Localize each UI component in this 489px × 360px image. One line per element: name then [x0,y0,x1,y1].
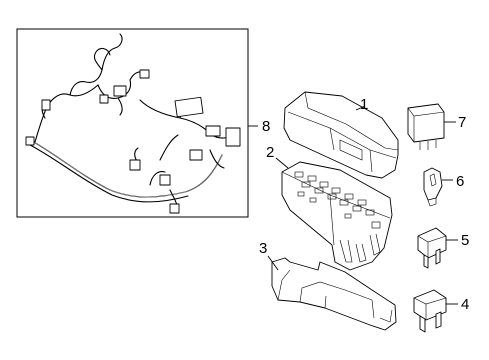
fuse-box-cover [283,91,399,179]
blade-fuse-small-group: 4 [413,289,469,333]
fuse-clip [423,167,443,207]
callout-5: 5 [461,232,469,249]
harness-frame [16,28,249,218]
callout-2: 2 [266,144,274,161]
fuse-box-bracket-group: 3 [259,240,397,331]
blade-fuse-large [417,227,447,269]
fuse-box-bracket [271,257,397,331]
relay [407,103,445,150]
fuse-clip-group: 6 [423,167,464,207]
fuse-box-cover-group: 1 [283,91,399,179]
callout-1: 1 [360,96,368,113]
fuse-box [281,161,393,271]
wiring-harness [25,33,241,214]
callout-4: 4 [461,296,469,313]
blade-fuse-small [413,289,447,333]
callout-1-leader [355,105,366,111]
callout-3-leader [267,255,279,271]
relay-group: 7 [407,103,466,150]
fuse-box-group: 2 [266,144,393,271]
wiring-harness-group: 8 [16,28,270,218]
callout-7: 7 [458,114,466,131]
callout-8: 8 [262,118,270,135]
callout-6: 6 [456,173,464,190]
callout-3: 3 [259,240,267,257]
callout-2-leader [275,157,289,169]
blade-fuse-large-group: 5 [417,227,469,269]
